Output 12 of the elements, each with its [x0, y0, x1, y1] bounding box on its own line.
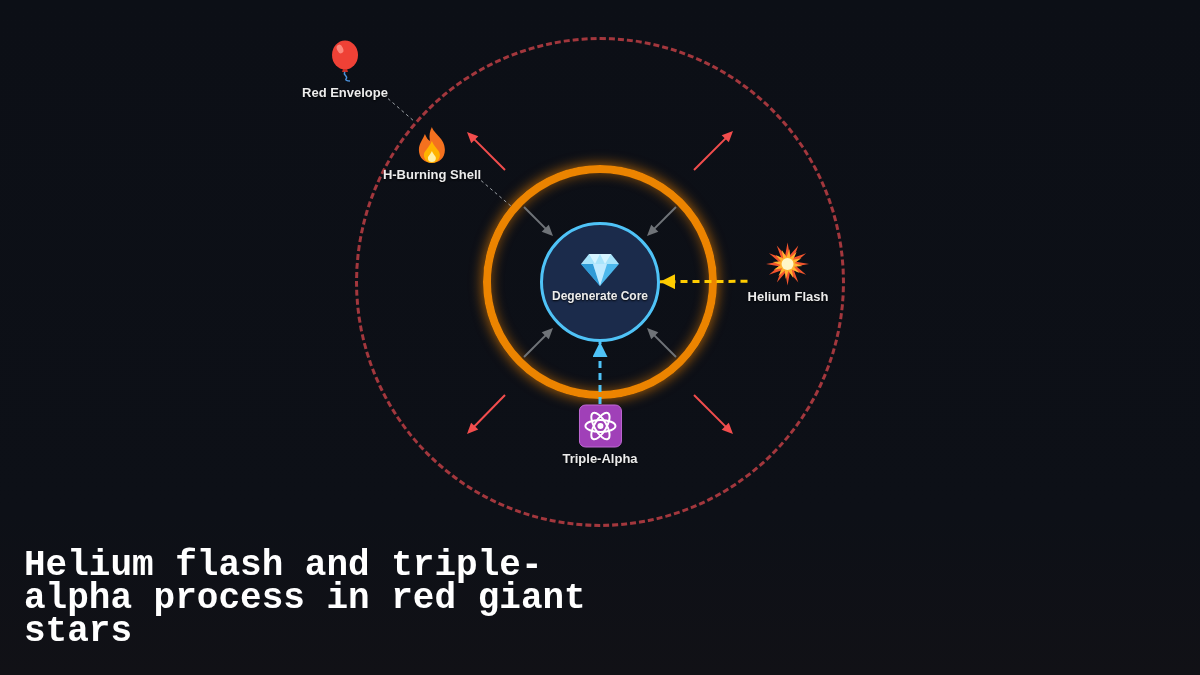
core-circle [540, 222, 660, 342]
node-label: Degenerate Core [551, 288, 648, 304]
leader-line [387, 98, 416, 123]
node-label: H-Burning Shell [382, 167, 482, 183]
diagram-title: Helium flash and triple-alpha process in red giant stars [24, 549, 587, 648]
node-label: Red Envelope [302, 85, 388, 101]
arrow [592, 342, 608, 404]
shell-ring [483, 165, 717, 399]
arrow [660, 274, 748, 290]
node-label: Triple-Alpha [562, 451, 638, 467]
node-label: Helium Flash [747, 289, 829, 305]
leader-line [480, 180, 512, 207]
